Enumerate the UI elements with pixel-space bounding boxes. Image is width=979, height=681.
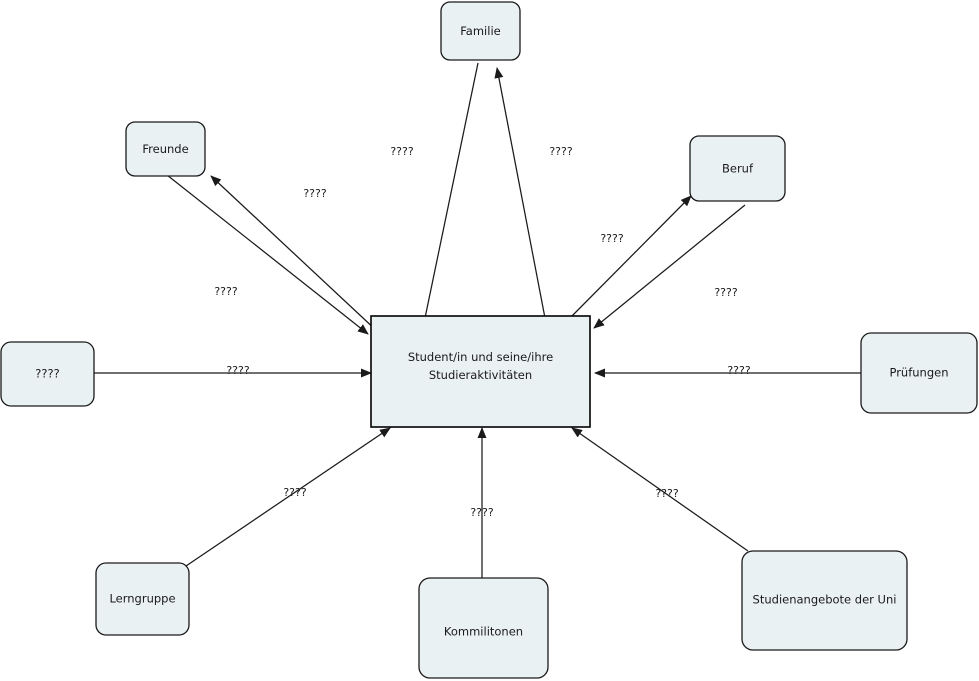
edge-label-beruf-center: ???? [714,286,738,299]
edge-unknown-center: ???? [94,364,372,378]
edge-label-studienangebote-center: ???? [655,487,679,500]
node-studienangebote-label: Studienangebote der Uni [753,593,897,607]
edge-label-lerngruppe-center: ???? [283,486,307,499]
node-kommilitonen-shape[interactable] [418,577,549,679]
node-center-label-line2: Studieraktivitäten [429,368,532,382]
node-unknown-left[interactable]: ???? [0,341,95,407]
node-studienangebote[interactable]: Studienangebote der Uni [741,550,908,651]
node-center[interactable]: Student/in und seine/ihre Studieraktivit… [370,315,591,428]
edge-label-kommilitonen-center: ???? [470,506,494,519]
edge-studienangebote-center: ???? [571,427,749,552]
node-freunde[interactable]: Freunde [125,121,206,177]
node-unknown-left-label: ???? [35,367,59,381]
node-studienangebote-shape[interactable] [741,550,908,651]
node-unknown-left-shape[interactable] [0,341,95,407]
edge-freunde-center: ???? [166,174,369,335]
node-pruefungen[interactable]: Prüfungen [860,332,978,414]
node-lerngruppe-label: Lerngruppe [109,592,175,606]
node-kommilitonen-label: Kommilitonen [444,625,523,639]
edge-center-beruf: ???? [567,195,692,321]
edge-center-familie-left: ???? [390,62,479,319]
node-center-shape[interactable] [370,315,591,428]
node-pruefungen-label: Prüfungen [889,366,948,380]
node-beruf-label: Beruf [722,162,754,176]
node-beruf[interactable]: Beruf [689,135,786,202]
node-kommilitonen[interactable]: Kommilitonen [418,577,549,679]
edge-label-freunde-center: ???? [214,285,238,298]
edge-beruf-center: ???? [593,204,746,329]
node-lerngruppe[interactable]: Lerngruppe [95,562,190,636]
edge-center-freunde: ???? [210,175,379,333]
node-familie[interactable]: Familie [440,1,521,61]
edge-label-center-familie-left: ???? [390,145,414,158]
node-lerngruppe-shape[interactable] [95,562,190,636]
edge-kommilitonen-center: ???? [470,427,494,578]
node-beruf-shape[interactable] [689,135,786,202]
edge-lerngruppe-center: ???? [185,427,391,567]
edge-label-unknown-center: ???? [226,364,250,377]
node-pruefungen-shape[interactable] [860,332,978,414]
node-freunde-shape[interactable] [125,121,206,177]
node-familie-label: Familie [460,24,500,38]
edge-label-pruefungen-center: ???? [727,364,751,377]
edge-center-familie-right: ???? [494,67,573,319]
node-familie-shape[interactable] [440,1,521,61]
edge-label-center-freunde: ???? [303,187,327,200]
edge-label-center-beruf: ???? [600,232,624,245]
edge-pruefungen-center: ???? [594,364,861,378]
edge-label-center-familie-right: ???? [549,145,573,158]
node-freunde-label: Freunde [142,142,188,156]
node-center-label-line1: Student/in und seine/ihre [408,350,553,364]
